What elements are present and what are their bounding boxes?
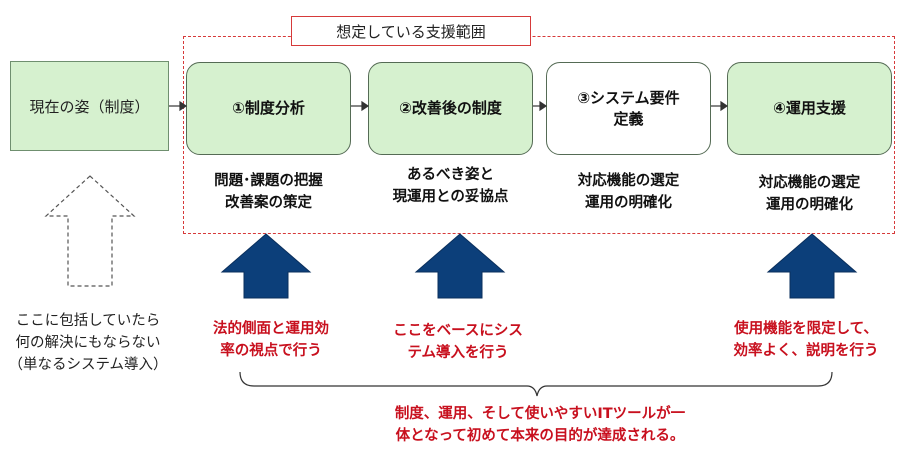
scope-label: 想定している支援範囲 — [291, 16, 531, 46]
step-1-box: ①制度分析 — [186, 62, 351, 155]
support-arrow-3 — [766, 233, 858, 299]
support-scope-region — [183, 36, 895, 234]
support-note-2: ここをベースにシス テム導入を行う — [393, 323, 523, 361]
connector-0-head — [179, 100, 188, 112]
left-note: ここに包括していたら 何の解決にもならない （単なるシステム導入） — [8, 313, 168, 373]
conclusion-text: 制度、運用、そして使いやすいITツールが一 体となって初めて本来の目的が達成され… — [394, 406, 686, 444]
step-4-box: ④運用支援 — [727, 62, 892, 155]
step-3-description: 対応機能の選定 運用の明確化 — [577, 173, 680, 211]
support-note-3: 使用機能を限定して、 効率よく、説明を行う — [733, 321, 879, 359]
step-1-description: 問題･課題の把握 改善案の策定 — [214, 173, 323, 211]
current-state-box: 現在の姿（制度） — [10, 61, 169, 151]
step-3-box: ③システム要件 定義 — [546, 62, 711, 155]
bracket — [239, 371, 833, 397]
step-4-description: 対応機能の選定 運用の明確化 — [758, 175, 861, 213]
step-2-description: あるべき姿と 現運用との妥協点 — [392, 167, 509, 205]
connector-2-head — [539, 100, 548, 112]
dashed-up-arrow — [44, 175, 136, 287]
support-arrow-2 — [414, 233, 506, 299]
connector-1-head — [361, 100, 370, 112]
step-2-box: ②改善後の制度 — [368, 62, 533, 155]
support-note-1: 法的側面と運用効 率の視点で行う — [213, 321, 329, 359]
connector-3-head — [720, 100, 729, 112]
support-arrow-1 — [220, 233, 312, 299]
